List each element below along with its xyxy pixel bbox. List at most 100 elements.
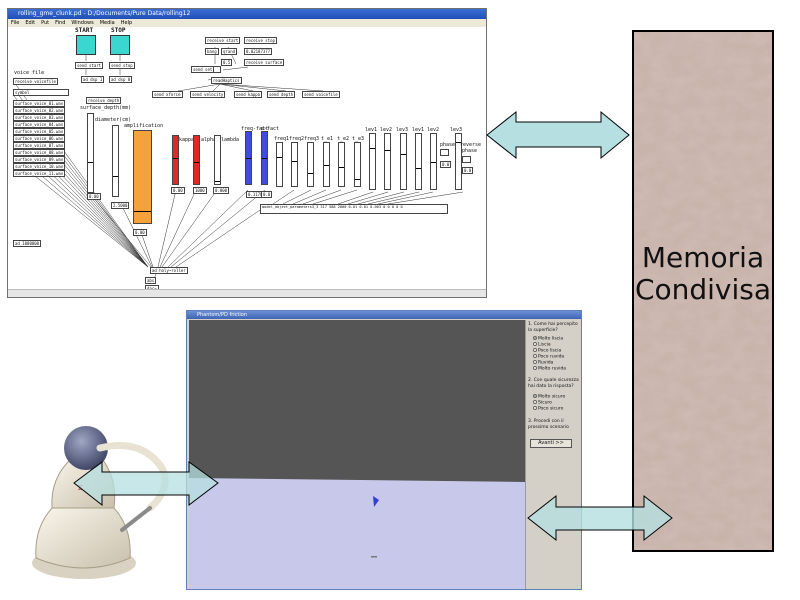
option-molto-sicuro[interactable]: Molto sicuro: [533, 394, 565, 400]
d-fact-number[interactable]: 0.0: [261, 191, 273, 198]
send-xforce-object[interactable]: send xforce: [152, 91, 183, 98]
surface-file-msg[interactable]: surface_voice_01.wav: [13, 100, 66, 107]
abs-object[interactable]: abs: [145, 277, 157, 284]
3d-scene[interactable]: [189, 320, 525, 589]
diameter-slider[interactable]: [112, 125, 119, 197]
option-poco-ruvida[interactable]: Poco ruvida: [533, 354, 564, 360]
send-start-object[interactable]: send start: [75, 62, 104, 69]
option-poco-sicuro[interactable]: Poco sicuro: [533, 406, 563, 412]
reverse-toggle[interactable]: [462, 156, 471, 163]
send-kappa-object[interactable]: send kappa: [234, 91, 263, 98]
scene-back-wall: [189, 320, 525, 482]
freq2-slider[interactable]: [291, 142, 298, 187]
dsp-off-object[interactable]: ad dsp 0: [109, 76, 133, 83]
radio-selected-icon[interactable]: [533, 394, 537, 398]
t-e2-slider[interactable]: [338, 142, 345, 187]
radio-icon[interactable]: [533, 366, 537, 370]
lev1b-slider[interactable]: [415, 133, 422, 190]
stop-bang-button[interactable]: [110, 35, 130, 55]
menu-windows[interactable]: Windows: [71, 20, 94, 26]
lev3b-slider[interactable]: [455, 133, 462, 190]
pd-title-bar[interactable]: rolling_gme_clunk.pd - D:/Documents/Pure…: [8, 9, 486, 19]
next-button[interactable]: Avanti >>: [530, 439, 572, 448]
depth-slider[interactable]: [87, 113, 94, 193]
dsp-on-object[interactable]: ad dsp 1: [81, 76, 105, 83]
const-number-box[interactable]: 0.02187377: [244, 48, 273, 55]
surface-file-msg[interactable]: surface_voice_11.wav: [13, 170, 66, 177]
menu-file[interactable]: File: [11, 20, 20, 26]
phase-toggle[interactable]: [440, 149, 449, 156]
menu-edit[interactable]: Edit: [25, 20, 36, 26]
surface-file-msg[interactable]: surface_voice_06.wav: [13, 135, 66, 142]
toggle-box[interactable]: [213, 66, 221, 73]
amplification-slider[interactable]: [133, 130, 152, 224]
menu-media[interactable]: Media: [99, 20, 115, 26]
holy-roller-object[interactable]: ad holy~roller: [150, 267, 188, 274]
receive-stop-object[interactable]: receive stop: [244, 37, 277, 44]
option-molto-ruvida[interactable]: Molto ruvida: [533, 366, 566, 372]
send-depth-object[interactable]: send depth: [267, 91, 296, 98]
freq1-slider[interactable]: [276, 142, 283, 187]
surface-file-msg[interactable]: surface_voice_09.wav: [13, 156, 66, 163]
radio-selected-icon[interactable]: [533, 336, 537, 340]
readhaptics-object[interactable]: readHaptics: [211, 77, 242, 84]
reverse-number[interactable]: 0.0: [462, 167, 474, 174]
alpha-number[interactable]: 1000: [193, 187, 207, 194]
phantom-title-bar[interactable]: Phantom/PD friction: [187, 311, 581, 319]
start-bang-button[interactable]: [76, 35, 96, 55]
radio-icon[interactable]: [533, 354, 537, 358]
surface-file-msg[interactable]: surface_voice_05.wav: [13, 128, 66, 135]
surface-file-msg[interactable]: surface_voice_08.wav: [13, 149, 66, 156]
option-sicuro[interactable]: Sicuro: [533, 400, 552, 406]
surface-file-msg[interactable]: surface_voice_10.wav: [13, 163, 66, 170]
option-poco-liscia[interactable]: Poco liscia: [533, 348, 561, 354]
lev1-slider[interactable]: [369, 133, 376, 190]
lowpass-object[interactable]: ad 1000000: [13, 240, 42, 247]
radio-icon[interactable]: [533, 360, 537, 364]
lev3-slider[interactable]: [400, 133, 407, 190]
menu-find[interactable]: Find: [55, 20, 66, 26]
surface-file-msg[interactable]: surface_voice_07.wav: [13, 142, 66, 149]
t-e3-slider[interactable]: [354, 142, 361, 187]
send-voicefile-object[interactable]: send voicefile: [302, 91, 340, 98]
freq3-slider[interactable]: [307, 142, 314, 187]
send-velocity-object[interactable]: send velocity: [190, 91, 226, 98]
phase-number[interactable]: 0.0: [440, 161, 452, 168]
radio-icon[interactable]: [533, 400, 537, 404]
depth-number[interactable]: 0.00: [87, 193, 101, 200]
radio-icon[interactable]: [533, 406, 537, 410]
qrand-object[interactable]: qrand: [221, 48, 238, 55]
surface-file-msg[interactable]: surface_voice_04.wav: [13, 121, 66, 128]
menu-put[interactable]: Put: [41, 20, 50, 26]
kappa-slider[interactable]: [172, 135, 179, 185]
radio-icon[interactable]: [533, 348, 537, 352]
kappa-number[interactable]: 0.00: [171, 187, 185, 194]
receive-start-object[interactable]: receive start: [205, 37, 241, 44]
surface-file-msg[interactable]: surface_voice_02.wav: [13, 107, 66, 114]
receive-voicefile-object[interactable]: receive voicefile: [13, 78, 58, 85]
alpha-slider[interactable]: [193, 135, 200, 185]
lev2b-slider[interactable]: [430, 133, 437, 190]
lev2-slider[interactable]: [384, 133, 391, 190]
lambda-slider[interactable]: [214, 135, 221, 185]
bang-object[interactable]: bang: [205, 48, 219, 55]
menu-help[interactable]: Help: [120, 20, 133, 26]
t-e1-slider[interactable]: [323, 142, 330, 187]
model-object[interactable]: model_object_parameters3_3 317 588 2000 …: [260, 204, 448, 214]
receive-surface-object[interactable]: receive surface: [244, 59, 285, 66]
diameter-number[interactable]: 2.5000: [111, 202, 130, 209]
horizontal-scrollbar[interactable]: [8, 289, 486, 297]
radio-icon[interactable]: [533, 342, 537, 346]
lambda-number[interactable]: 0.000: [213, 187, 230, 194]
amplification-number[interactable]: 0.00: [133, 229, 147, 236]
option-ruvida[interactable]: Ruvida: [533, 360, 553, 366]
symbol-box[interactable]: symbol: [13, 89, 69, 96]
option-molto-liscia[interactable]: Molto liscia: [533, 336, 563, 342]
surface-file-msg[interactable]: surface_voice_03.wav: [13, 114, 66, 121]
freq-fact-slider[interactable]: [245, 131, 252, 185]
val-number-box[interactable]: 0.5: [221, 59, 233, 66]
send-stop-object[interactable]: send stop: [109, 62, 135, 69]
d-fact-slider[interactable]: [261, 131, 268, 185]
option-liscia[interactable]: Liscia: [533, 342, 551, 348]
receive-depth-object[interactable]: receive depth: [86, 97, 122, 104]
